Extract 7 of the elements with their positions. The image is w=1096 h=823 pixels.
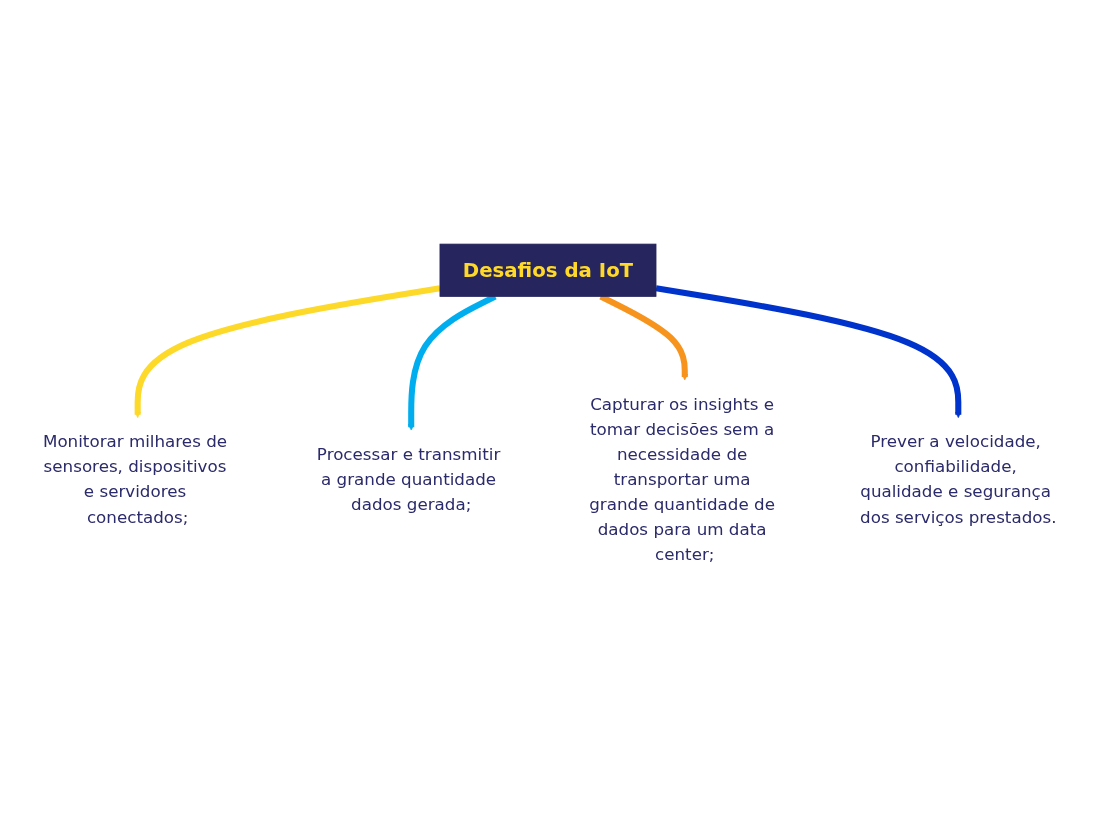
node-box: Desafios da IoT (439, 243, 657, 298)
node-text: Monitorar milhares de sensores, dispositivos e servidores conectados; (42, 432, 228, 527)
arrow (134, 285, 441, 419)
node-text: Prever a velocidade, confiabilidade, qualidade e segurança dos serviços prestados. (860, 432, 1057, 527)
node-text: Processar e transmitir a grande quantidade dados gerada; (316, 444, 501, 515)
arrow (655, 285, 962, 419)
node-text: Capturar os insights e tomar decisões sem a necessidade de transportar uma grande quantidade de dados para um data center; (589, 394, 775, 565)
